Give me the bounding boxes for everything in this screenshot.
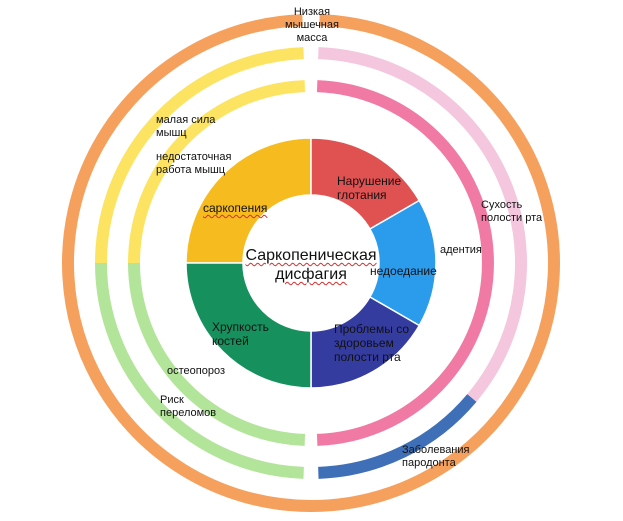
label-swallowing: Нарушение глотания [337, 174, 402, 202]
label-sarcopenia: саркопения [203, 201, 268, 215]
label-dry-mouth: Сухость полости рта [481, 199, 543, 224]
ring-poor-muscle-function [128, 80, 306, 264]
label-edentulism: адентия [440, 244, 482, 256]
label-poor-muscle-function: недостаточная работа мышц [156, 151, 232, 176]
center-title: Саркопеническая дисфагия [245, 247, 377, 283]
ring-edentulism [316, 80, 494, 446]
label-osteoporosis: остеопороз [167, 365, 225, 377]
ring-periodontal-disease [318, 394, 477, 479]
ring-fracture-risk [95, 262, 304, 479]
label-periodontal-disease: Заболевания пародонта [402, 444, 470, 469]
ring-low-muscle-strength [95, 47, 304, 264]
ring-dry-mouth [318, 47, 527, 402]
ring-osteoporosis [128, 262, 306, 446]
ring-low-muscle-mass [62, 14, 560, 512]
label-malnutrition: недоедание [370, 264, 437, 278]
label-low-muscle-strength: малая сила мышц [156, 114, 216, 139]
inner-donut [185, 137, 437, 389]
label-fracture-risk: Риск переломов [160, 394, 217, 419]
center-hole [243, 195, 379, 331]
label-oral-health: Проблемы со здоровьем полости рта [334, 322, 409, 364]
label-bone-fragility: Хрупкость костей [212, 320, 269, 348]
concentric-rings [62, 14, 560, 512]
label-low-muscle-mass: Низкая мышечная масса [285, 6, 339, 44]
